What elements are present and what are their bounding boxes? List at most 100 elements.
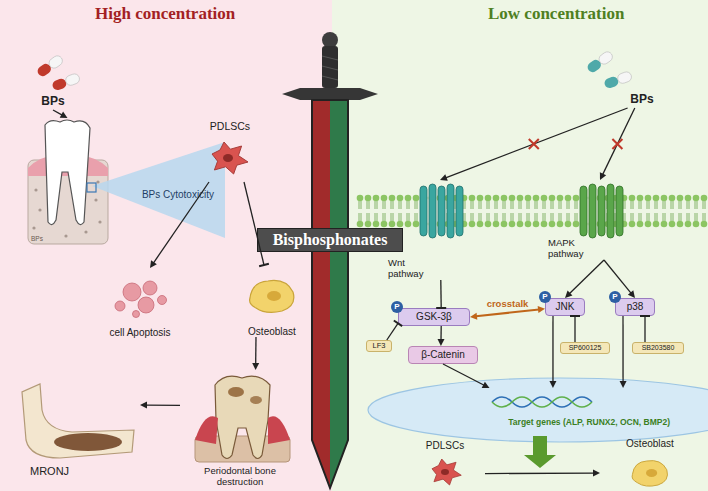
connector-line bbox=[440, 326, 442, 340]
grip-wrap bbox=[322, 56, 338, 60]
osteoblast-cell bbox=[632, 461, 667, 487]
dot bbox=[38, 208, 41, 211]
inhibitor-tag: SP600125 bbox=[560, 342, 610, 354]
edge-label: crosstalk bbox=[487, 297, 529, 308]
dot bbox=[94, 198, 97, 201]
tooth-illustration: BPs bbox=[25, 118, 110, 245]
kinase-box: JNK bbox=[545, 298, 585, 316]
capsule-half bbox=[597, 50, 614, 66]
bone-dots bbox=[32, 180, 101, 237]
protein-box: β-Catenin bbox=[408, 346, 478, 364]
inhibition-bar bbox=[570, 315, 580, 317]
node-text: SP600125 bbox=[569, 344, 602, 352]
connector bbox=[387, 321, 402, 340]
drug-label: BPs bbox=[624, 92, 660, 108]
connector bbox=[549, 316, 556, 388]
arrow-head bbox=[628, 290, 635, 298]
capsule bbox=[51, 73, 81, 92]
stain bbox=[250, 396, 262, 404]
connector bbox=[244, 182, 269, 266]
block-mark bbox=[612, 139, 622, 149]
kinase-box: GSK-3β bbox=[398, 308, 470, 326]
pdlsc-cell bbox=[432, 459, 461, 485]
capsule bbox=[603, 71, 633, 90]
helix bbox=[438, 186, 445, 236]
node-text: BPs Cytotoxicity bbox=[142, 189, 214, 201]
sword-pommel bbox=[322, 32, 338, 48]
connector bbox=[440, 108, 628, 181]
arrow-head bbox=[549, 381, 556, 388]
inhibition-bar bbox=[436, 307, 446, 309]
helix bbox=[607, 184, 614, 238]
dna-strand bbox=[492, 397, 592, 407]
cell-membrane bbox=[356, 194, 708, 228]
capsule-half bbox=[616, 71, 633, 85]
connector-line bbox=[569, 260, 604, 294]
block-mark bbox=[529, 139, 539, 149]
connector-line bbox=[244, 182, 264, 265]
inhibition-bar bbox=[640, 315, 650, 317]
apoptotic-cell: cell Apoptosis bbox=[90, 268, 190, 338]
arrow-head bbox=[565, 291, 572, 298]
connector bbox=[565, 260, 604, 298]
gingiva bbox=[268, 416, 290, 444]
connector-line bbox=[644, 316, 645, 342]
zoom-wedge bbox=[92, 142, 225, 238]
node-text: MAPK pathway bbox=[548, 238, 594, 260]
helix bbox=[598, 186, 605, 236]
connector-line bbox=[443, 364, 484, 385]
blade-outline bbox=[312, 100, 348, 488]
node-text: LF3 bbox=[373, 342, 386, 351]
stem-cell: PDLSCs bbox=[195, 120, 265, 182]
inhibition-bar bbox=[394, 321, 402, 327]
helix bbox=[616, 186, 623, 236]
mapk-receptor: MAPK pathway bbox=[548, 180, 628, 260]
helix bbox=[420, 186, 427, 236]
connector bbox=[570, 316, 580, 342]
node-text: Osteoblast bbox=[626, 438, 674, 450]
capsule bbox=[586, 50, 615, 74]
dot bbox=[34, 188, 37, 191]
connector-line bbox=[485, 472, 594, 474]
helix bbox=[589, 184, 596, 238]
helix bbox=[447, 184, 454, 238]
connector-line bbox=[604, 260, 631, 293]
connector-line bbox=[476, 309, 539, 316]
sword-guard bbox=[282, 88, 378, 100]
wnt-receptor: Wnt pathway bbox=[388, 180, 468, 280]
tooth bbox=[45, 120, 90, 225]
node-text: JNK bbox=[556, 301, 575, 313]
connector bbox=[443, 364, 490, 388]
panel-heading: High concentration bbox=[95, 5, 235, 24]
helix bbox=[456, 186, 463, 236]
node-text: Bisphosphonates bbox=[273, 231, 388, 249]
necrosis-area bbox=[54, 433, 122, 451]
connector-line bbox=[552, 316, 553, 382]
connector-line bbox=[622, 316, 623, 382]
connector-line bbox=[440, 280, 442, 308]
kinase-box: p38 bbox=[615, 298, 655, 316]
connector bbox=[53, 110, 68, 118]
arrow-head bbox=[438, 339, 445, 346]
arrow-head bbox=[440, 174, 448, 181]
periodontal-lesion: Periodontal bone destruction bbox=[180, 370, 300, 488]
panel-heading: Low concentration bbox=[488, 5, 624, 24]
node-text: Wnt pathway bbox=[388, 258, 436, 280]
cell-nucleus bbox=[441, 469, 449, 475]
wnt-receptor-shape bbox=[420, 184, 463, 238]
mronj-jaw: MRONJ bbox=[10, 380, 140, 480]
fragment bbox=[115, 301, 125, 311]
connector bbox=[600, 108, 635, 180]
arrow-head bbox=[620, 381, 627, 388]
dna-strand bbox=[492, 397, 592, 407]
node-text: Osteoblast bbox=[248, 326, 296, 338]
osteoblast-cell: Osteoblast bbox=[232, 265, 312, 337]
sword-grip bbox=[322, 46, 338, 88]
helix bbox=[580, 186, 587, 236]
node-text: BPs bbox=[31, 235, 43, 242]
fragment bbox=[143, 281, 157, 295]
cell-nucleus bbox=[223, 154, 233, 162]
arrow-head bbox=[600, 172, 606, 180]
